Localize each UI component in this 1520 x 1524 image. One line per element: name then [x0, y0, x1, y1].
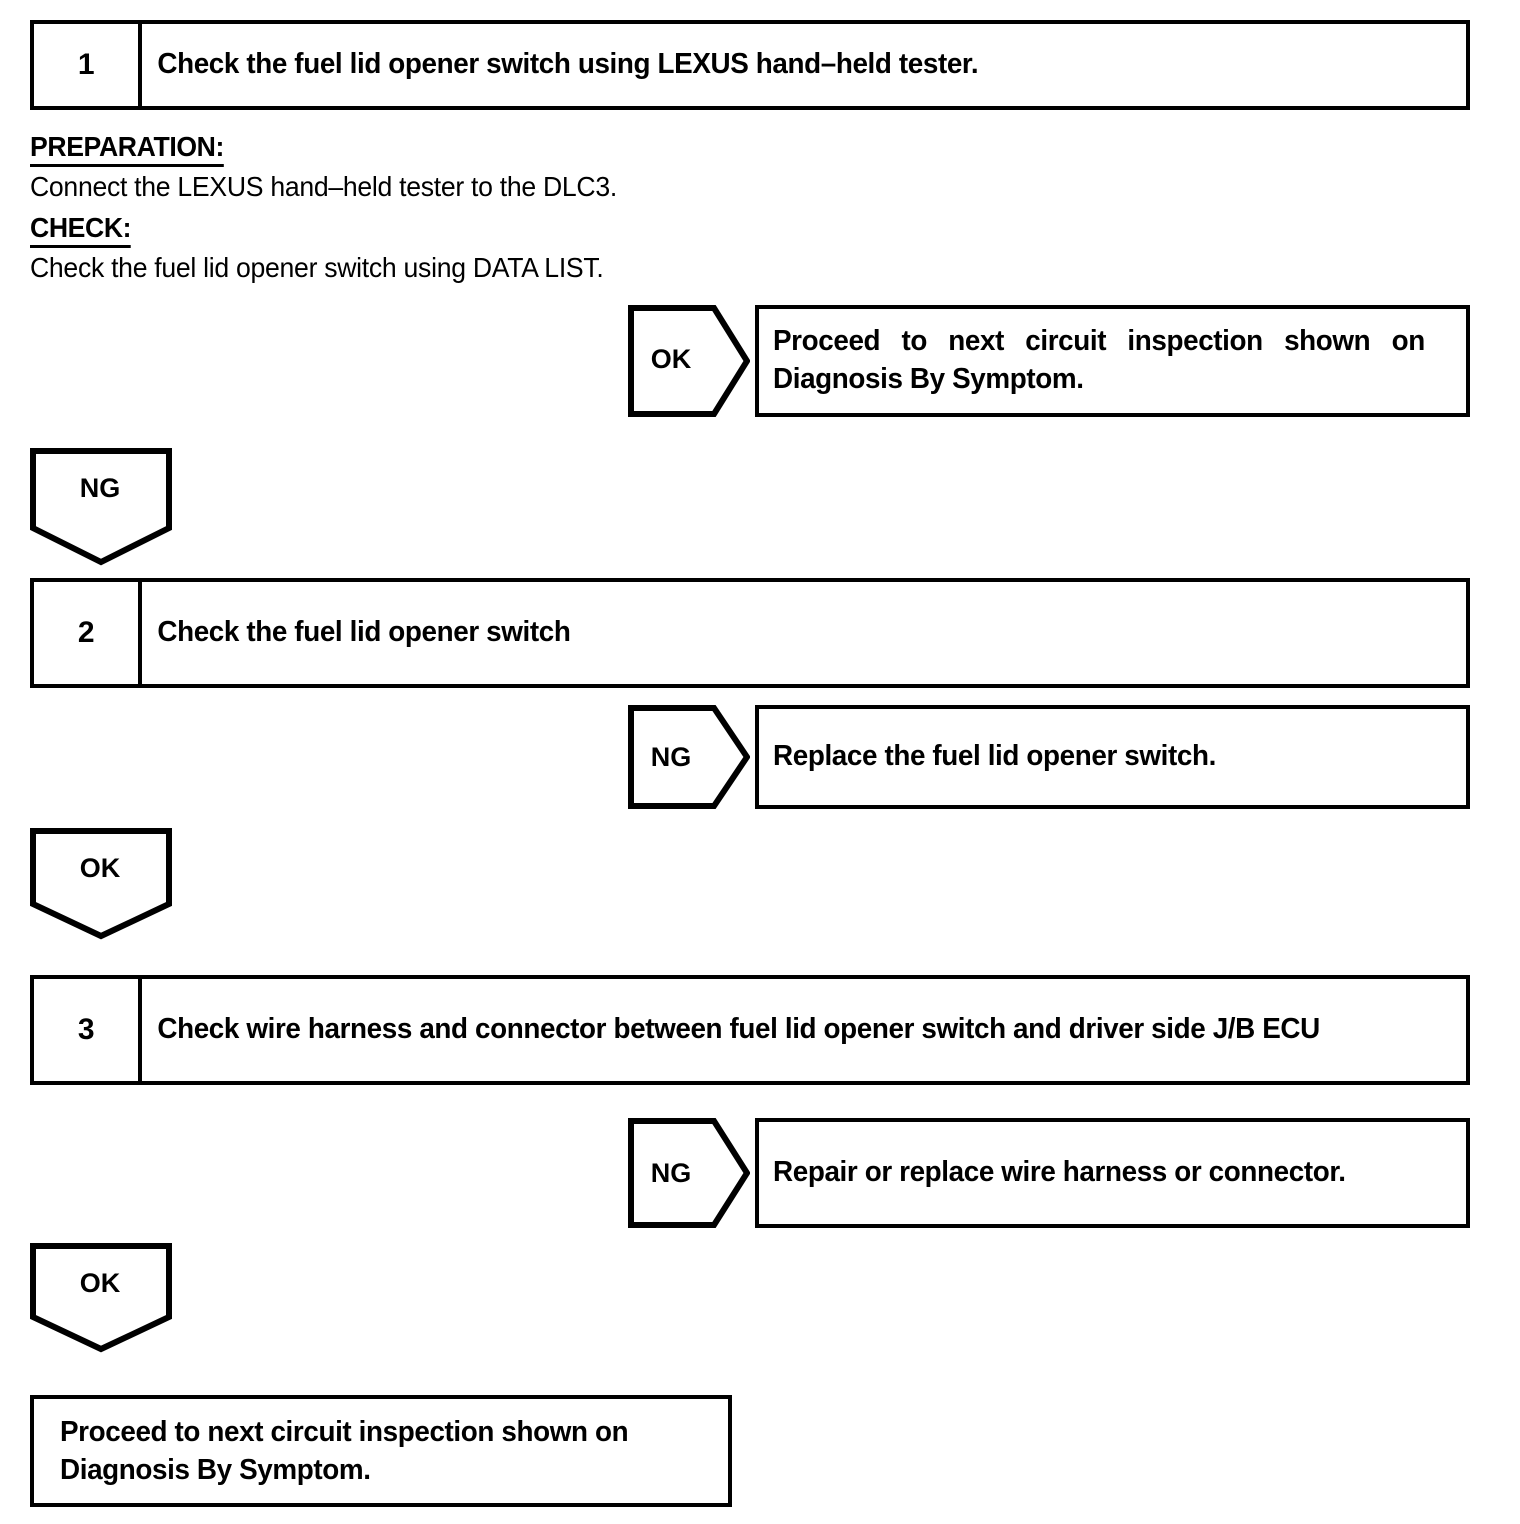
result-text-3: Repair or replace wire harness or connec… — [773, 1156, 1346, 1189]
result-box-3: Repair or replace wire harness or connec… — [755, 1118, 1470, 1228]
ng-arrow-icon-3 — [628, 1118, 750, 1228]
result-text-1-line1: Proceed to next circuit inspection shown… — [773, 325, 1425, 358]
result-branch-2: NG Replace the fuel lid opener switch. — [628, 705, 1470, 809]
check-text: Check the fuel lid opener switch using D… — [30, 252, 604, 283]
judgement-label-ok-3: OK — [79, 1267, 121, 1298]
step-number-1: 1 — [34, 24, 142, 106]
ok-arrow-icon-3: OK — [30, 1243, 172, 1359]
final-result-box: Proceed to next circuit inspection shown… — [30, 1395, 732, 1507]
judgement-label-ng-1: NG — [79, 472, 121, 503]
result-branch-1: OK Proceed to next circuit inspection sh… — [628, 305, 1470, 417]
step-box-2: 2 Check the fuel lid opener switch — [30, 578, 1470, 688]
step-title-1: Check the fuel lid opener switch using L… — [157, 48, 979, 81]
step-title-2: Check the fuel lid opener switch — [157, 616, 571, 649]
final-text-line2: Diagnosis By Symptom. — [60, 1454, 371, 1487]
step-number-3: 3 — [34, 979, 142, 1081]
preparation-text: Connect the LEXUS hand–held tester to th… — [30, 171, 617, 202]
judgement-label-ng-2: NG — [650, 741, 692, 772]
result-text-1-line2: Diagnosis By Symptom. — [773, 363, 1084, 395]
result-text-2: Replace the fuel lid opener switch. — [773, 740, 1216, 773]
step-title-3: Check wire harness and connector between… — [157, 1013, 1320, 1046]
preparation-label: PREPARATION: — [30, 131, 224, 167]
step-number-2: 2 — [34, 582, 142, 684]
result-box-1: Proceed to next circuit inspection shown… — [755, 305, 1470, 417]
ng-arrow-icon-1: NG — [30, 448, 172, 566]
step-box-3: 3 Check wire harness and connector betwe… — [30, 975, 1470, 1085]
result-text-1: Proceed to next circuit inspection shown… — [773, 323, 1425, 398]
judgement-label-ng-3: NG — [650, 1157, 692, 1188]
final-text-line1: Proceed to next circuit inspection shown… — [60, 1416, 629, 1448]
result-branch-3: NG Repair or replace wire harness or con… — [628, 1118, 1470, 1228]
ok-arrow-icon-2: OK — [30, 828, 172, 944]
procedure-block: PREPARATION: Connect the LEXUS hand–held… — [30, 131, 930, 293]
check-label: CHECK: — [30, 212, 132, 248]
ng-arrow-icon-2 — [628, 705, 750, 813]
result-box-2: Replace the fuel lid opener switch. — [755, 705, 1470, 809]
ok-arrow-icon-1 — [628, 305, 750, 417]
judgement-label-ok-1: OK — [650, 343, 692, 374]
judgement-label-ok-2: OK — [79, 852, 121, 883]
step-box-1: 1 Check the fuel lid opener switch using… — [30, 20, 1470, 110]
